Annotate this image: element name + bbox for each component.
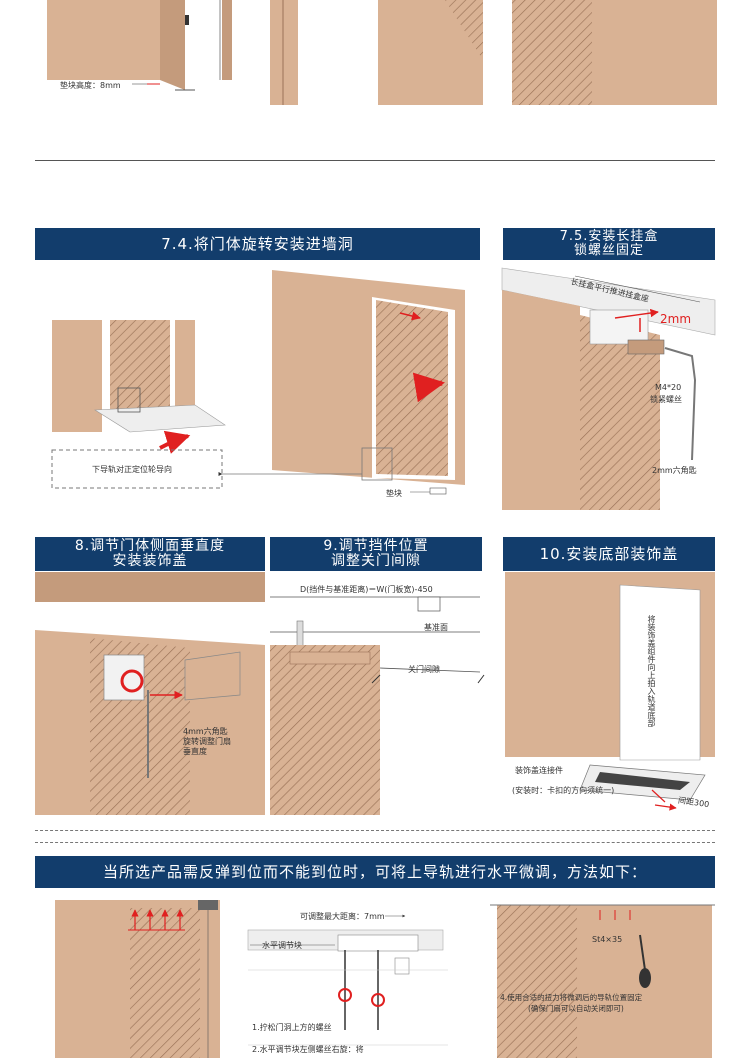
lower-rail-label: 下导轨对正定位轮导向 [92,465,172,474]
step-7-5-illustration [501,267,716,510]
install-direction-note: (安装时：卡扣的方向须统一) [512,786,615,795]
adjust-step2: 2.水平调节块左侧螺丝右旋：将 [252,1045,364,1054]
step-9-banner: 9.调节挡件位置 调整关门间隙 [270,537,482,571]
step-10-title: 10.安装底部装饰盖 [539,544,679,563]
max-distance-label: 可调整最大距离：7mm [300,912,385,921]
dashed-divider-1 [35,830,715,831]
dashed-divider-2 [35,842,715,843]
step-8-title-line2: 安装装饰盖 [112,553,188,569]
screw-lock-label: 锁紧螺丝 [650,395,682,404]
step-7-4-title: 7.4.将门体旋转安装进墙洞 [161,234,354,253]
step-9-illustration [270,596,485,815]
step-8-note-line2: 旋转调整门扇 [183,737,231,746]
adjust-step4-line2: (确保门扇可以自动关闭即可) [528,1004,624,1013]
cover-connector-label: 装饰盖连接件 [515,766,563,775]
adjust-title: 当所选产品需反弹到位而不能到位时，可将上导轨进行水平微调，方法如下： [102,862,647,881]
pad-label: 垫块 [386,489,402,498]
cover-insert-note: 将装饰盖组件向上拍入轨道底部 [647,615,656,727]
top-panel-1 [47,0,232,91]
screw-spec-st4: St4×35 [592,935,623,944]
step-8-note-line3: 垂直度 [183,747,207,756]
step-7-4-illustration [51,270,465,495]
step-8-illustration [35,572,265,815]
formula-label: D(挡件与基准距离)＝W(门板宽)-450 [300,585,433,594]
step-7-5-title-line1: 7.5.安装长挂盒 [559,229,659,244]
top-panel-2 [270,0,483,105]
step-8-title-line1: 8.调节门体侧面垂直度 [74,538,226,554]
gap-2mm-label: 2mm [660,312,692,326]
adjust-step1: 1.拧松门洞上方的螺丝 [252,1023,332,1032]
step-10-banner: 10.安装底部装饰盖 [503,537,715,571]
step-9-title-line1: 9.调节挡件位置 [323,538,429,554]
level-block-label: 水平调节块 [262,941,302,950]
adjust-illustration [55,900,715,1058]
step-8-banner: 8.调节门体侧面垂直度 安装装饰盖 [35,537,265,571]
hex-key-label: 2mm六角匙 [652,466,697,475]
step-7-5-banner: 7.5.安装长挂盒 锁螺丝固定 [503,228,715,260]
screw-spec-label: M4*20 [655,383,682,392]
top-panel-3 [512,0,717,105]
section-divider [35,160,715,161]
datum-label: 基准面 [424,623,448,632]
closing-gap-label: 关门间隙 [408,665,440,674]
adjust-step4-line1: 4.使用合适的扭力将微调后的导轨位置固定 [500,993,643,1002]
pad-height-label: 垫块高度：8mm [60,81,121,90]
step-10-illustration [505,572,715,811]
step-7-4-banner: 7.4.将门体旋转安装进墙洞 [35,228,480,260]
step-8-note-line1: 4mm六角匙 [183,727,228,736]
adjust-banner: 当所选产品需反弹到位而不能到位时，可将上导轨进行水平微调，方法如下： [35,856,715,888]
step-7-5-title-line2: 锁螺丝固定 [573,243,644,258]
step-9-title-line2: 调整关门间隙 [331,553,421,569]
